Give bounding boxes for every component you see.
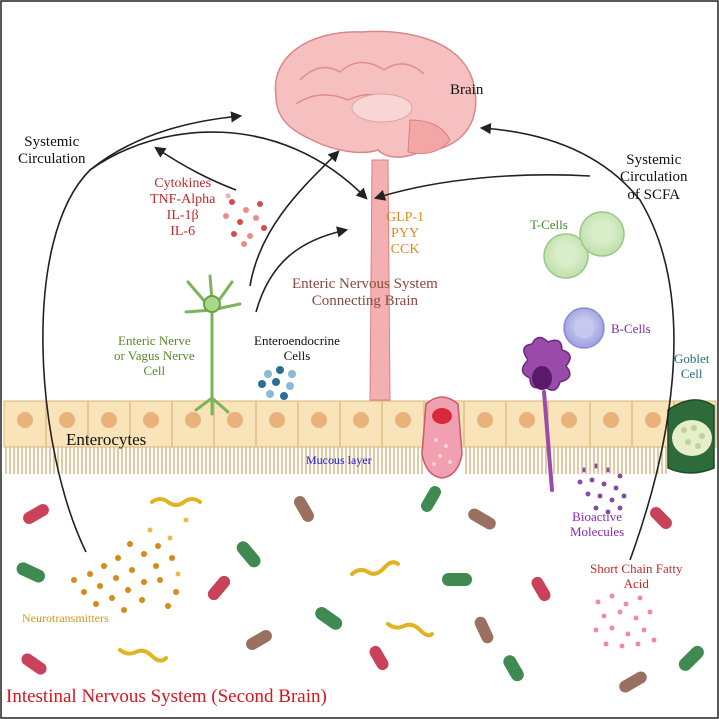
line: Systemic [626,152,682,168]
line: Molecules [570,523,625,539]
cytokine-dots [223,193,267,247]
line: of SCFA [627,186,681,203]
line: Cytokines [154,176,212,191]
scfa-dots [593,593,657,649]
arrows [42,111,675,561]
line: PYY [391,226,420,242]
enteric-nerve-label: Enteric Nerve or Vagus Nerve Cell [114,333,195,379]
line: or Vagus Nerve [114,347,195,363]
brain-label: Brain [450,82,484,98]
spinal-cord [369,159,391,401]
line: Bioactive [572,509,622,524]
neurotransmitter-dots [71,517,189,613]
systemic-circulation-scfa-label: Systemic Circulation of SCFA [620,152,688,204]
line: TNF-Alpha [150,192,216,208]
line: Enteric Nerve [118,333,191,348]
line: Cell [143,362,166,378]
mucous-layer-label: Mucous layer [306,453,372,467]
brain [274,30,477,158]
footer-title: Intestinal Nervous System (Second Brain) [6,686,327,707]
ens-label: Enteric Nervous System Connecting Brain [292,276,438,311]
neurotransmitters-label: Neurotransmitters [22,611,109,625]
b-cells [563,307,605,349]
b-cells-label: B-Cells [611,321,651,336]
line: Cells [283,347,311,363]
line: Enteroendocrine [254,333,340,348]
enterocytes-label: Enterocytes [66,430,147,449]
line: IL-1β [166,208,199,224]
goblet-cell [667,399,715,474]
line: Circulation [18,151,86,168]
hormones-label: GLP-1 PYY CCK [386,210,424,258]
line: Circulation [620,169,688,186]
scfa-label: Short Chain Fatty Acid [590,561,683,592]
enteroendocrine-cell [421,396,463,479]
bioactive-dots [577,463,627,515]
line: Enteric Nervous System [292,276,438,292]
enteric-nerve-cell [184,274,242,416]
cytokines-label: Cytokines TNF-Alpha IL-1β IL-6 [150,176,215,240]
enterocyte-layer [3,400,717,474]
enteroendocrine-label: Enteroendocrine Cells [254,333,340,364]
line: Cell [680,365,703,381]
line: IL-6 [170,224,196,240]
line: Goblet [674,351,710,366]
systemic-circulation-label: Systemic Circulation [18,134,86,169]
line: Connecting Brain [311,293,419,310]
goblet-cell-label: Goblet Cell [674,351,710,382]
enteroendocrine-dots [258,366,296,400]
line: Acid [623,575,649,591]
line: CCK [390,242,420,258]
line: Short Chain Fatty [590,561,683,576]
t-cells-label: T-Cells [530,217,568,232]
line: Systemic [24,134,80,150]
line: GLP-1 [386,210,425,225]
microbiota [16,486,704,693]
t-cells [543,211,625,279]
dendritic-cell [521,336,571,492]
bioactive-label: Bioactive Molecules [570,509,625,540]
